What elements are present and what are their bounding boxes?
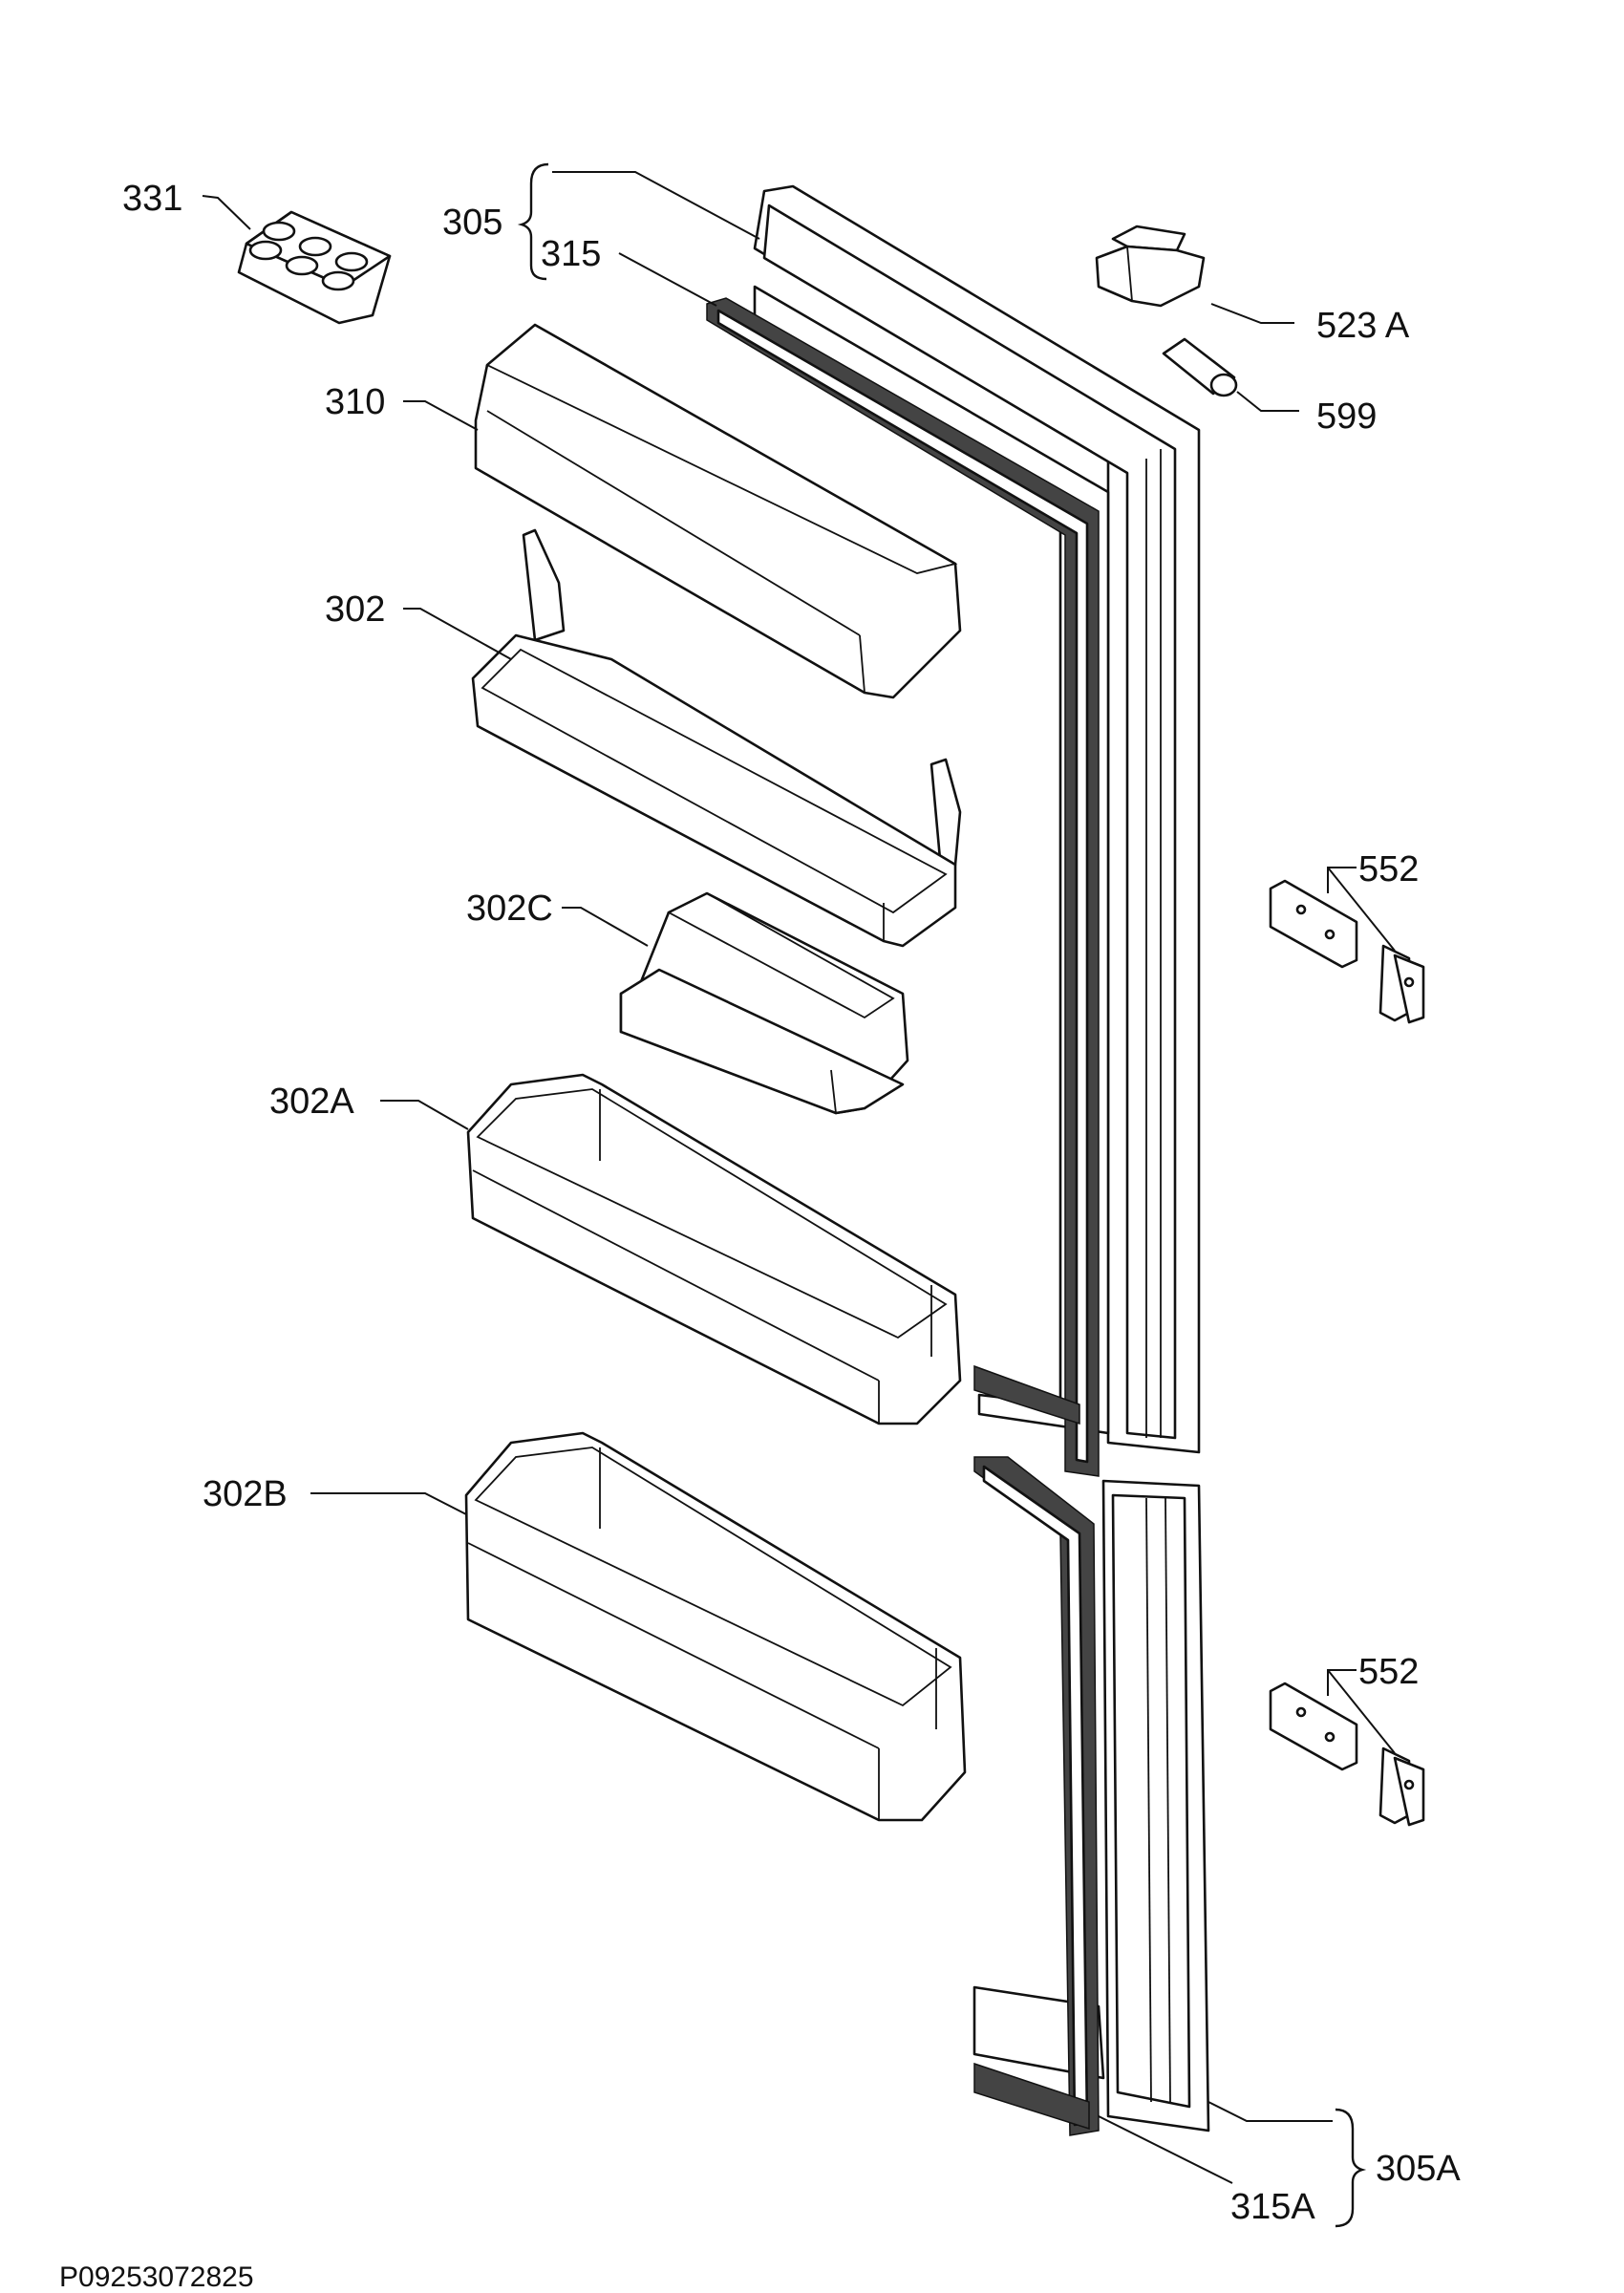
label-552-upper: 552	[1358, 849, 1419, 889]
label-305a: 305A	[1376, 2149, 1461, 2189]
drawing-code: P09253072825	[59, 2261, 254, 2293]
label-599: 599	[1316, 396, 1377, 437]
egg-tray	[237, 210, 392, 325]
hinge-cover	[1095, 225, 1206, 308]
braces	[517, 162, 1367, 2228]
label-302b: 302B	[203, 1474, 288, 1514]
label-305: 305	[442, 203, 502, 243]
lower-door-gasket	[973, 1456, 1100, 2136]
upper-door-gasket	[706, 297, 1100, 1477]
label-310: 310	[325, 382, 385, 422]
leader-lines	[202, 171, 1396, 2184]
label-552-lower: 552	[1358, 1652, 1419, 1692]
dairy-compartment	[474, 323, 962, 699]
label-302a: 302A	[269, 1082, 354, 1122]
label-331: 331	[122, 179, 182, 219]
door-shelf-302a	[466, 1073, 962, 1425]
door-shelf-302b	[464, 1431, 967, 1822]
hinge-bracket-lower	[1269, 1682, 1425, 1827]
door-shelf-302	[471, 528, 962, 948]
label-523a: 523 A	[1316, 306, 1410, 346]
hinge-bracket-upper	[1269, 879, 1425, 1024]
label-302: 302	[325, 589, 385, 630]
label-302c: 302C	[466, 889, 553, 929]
door-bin-302c	[619, 891, 909, 1115]
lower-door-panel	[972, 1479, 1210, 2132]
label-315: 315	[541, 234, 601, 274]
label-315a: 315A	[1230, 2187, 1315, 2227]
hinge-pin	[1162, 337, 1238, 397]
